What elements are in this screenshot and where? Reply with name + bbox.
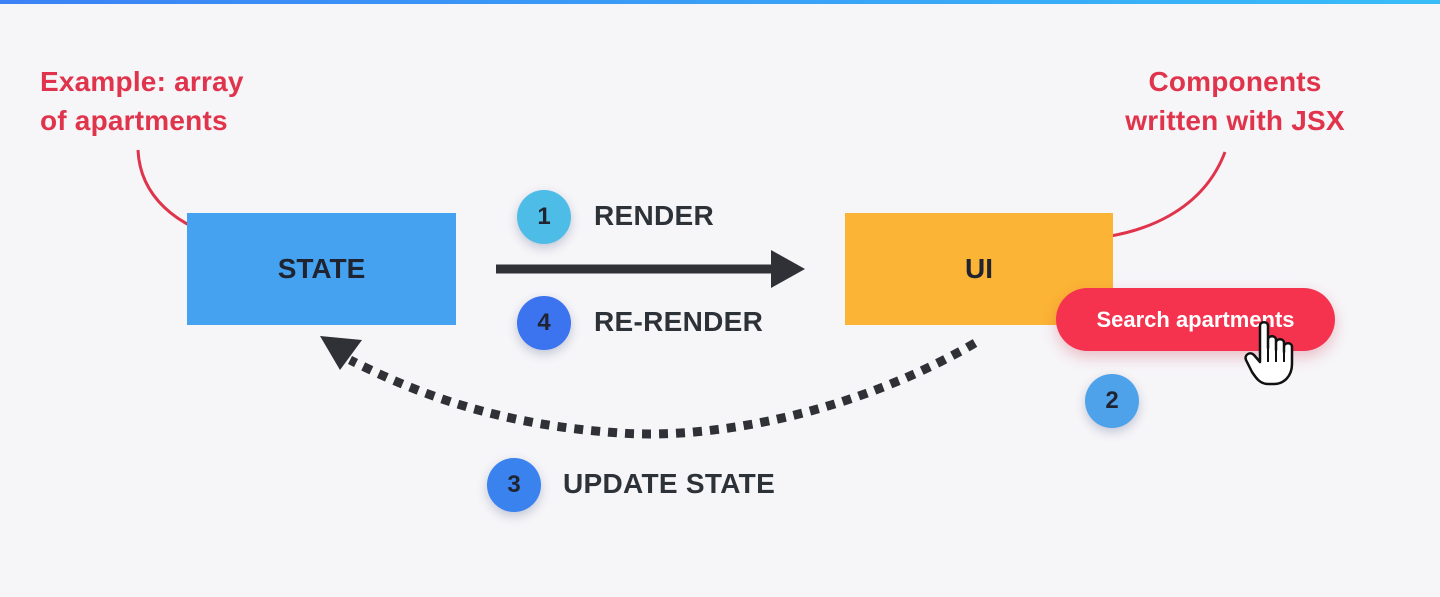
annotation-line1: Components: [1148, 66, 1322, 97]
annotation-line2: written with JSX: [1125, 105, 1345, 136]
step-label-render: RENDER: [594, 200, 715, 231]
step-label-update-state: UPDATE STATE: [563, 468, 776, 499]
top-accent-bar: [0, 0, 1440, 4]
annotation-bold: Example: [40, 66, 157, 97]
step-label-rerender: RE-RENDER: [594, 306, 764, 337]
update-state-arrow-icon: [347, 339, 978, 439]
hand-pointer-icon: [1244, 321, 1294, 386]
search-apartments-button[interactable]: Search apartments: [1056, 288, 1335, 351]
annotation-components: Components written with JSX: [1090, 62, 1380, 140]
state-box: STATE: [187, 213, 456, 325]
annotation-state-example: Example: array of apartments: [40, 62, 300, 140]
step-badge-2: 2: [1085, 374, 1139, 428]
step-badge-3: 3: [487, 458, 541, 512]
annotation-text: : array: [156, 66, 244, 97]
render-arrowhead-icon: [771, 250, 805, 288]
annotation-line2: of apartments: [40, 105, 228, 136]
step-badge-4: 4: [517, 296, 571, 350]
update-state-arrowhead-icon: [320, 336, 362, 370]
step-badge-1: 1: [517, 190, 571, 244]
